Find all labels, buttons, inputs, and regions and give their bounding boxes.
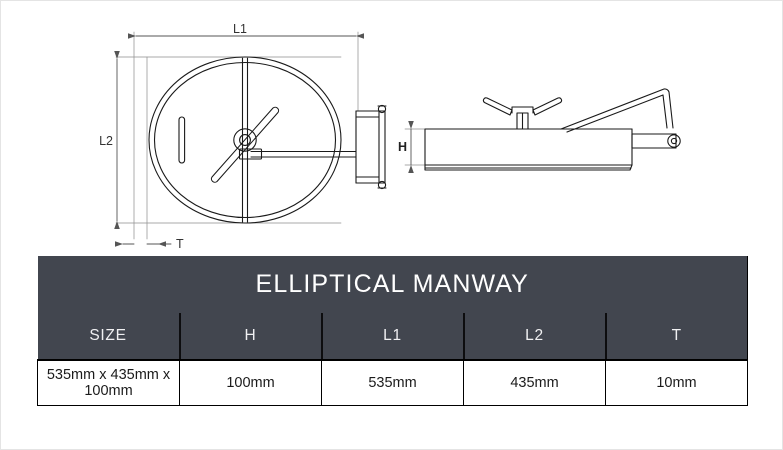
column-header-t: T <box>604 313 748 361</box>
cell-h: 100mm <box>179 360 322 406</box>
dimension-label-t: T <box>176 237 184 251</box>
column-header-size: SIZE <box>37 313 180 361</box>
column-header-h: H <box>178 313 322 361</box>
cell-l2: 435mm <box>463 360 606 406</box>
table-row: 535mm x 435mm x 100mm 100mm 535mm 435mm … <box>37 360 748 406</box>
specification-table: ELLIPTICAL MANWAY SIZE H L1 L2 T 535mm x… <box>37 256 748 406</box>
dimension-label-h: H <box>398 140 407 154</box>
cell-t: 10mm <box>605 360 748 406</box>
technical-drawing: L1 L2 T H <box>1 1 783 253</box>
table-title: ELLIPTICAL MANWAY <box>37 256 748 313</box>
cell-l1: 535mm <box>321 360 464 406</box>
column-header-l2: L2 <box>462 313 606 361</box>
table-title-row: ELLIPTICAL MANWAY <box>37 256 748 313</box>
dimension-label-l1: L1 <box>233 22 247 36</box>
column-header-l1: L1 <box>320 313 464 361</box>
dimension-label-l2: L2 <box>99 134 113 148</box>
table-header-row: SIZE H L1 L2 T <box>37 313 748 361</box>
cell-size: 535mm x 435mm x 100mm <box>37 360 180 406</box>
